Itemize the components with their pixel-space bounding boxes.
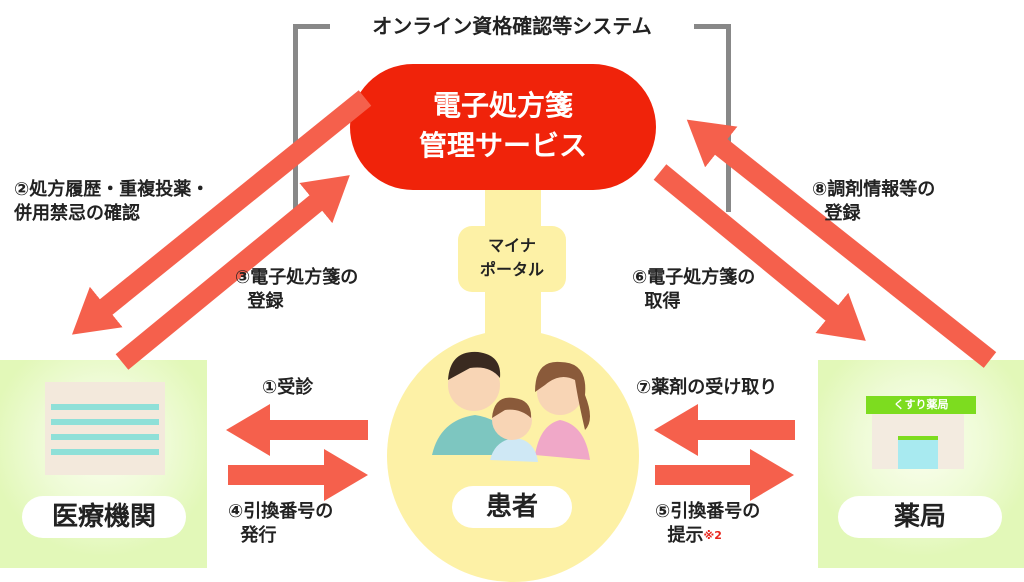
mynaportal-box: マイナポータル bbox=[458, 226, 566, 292]
step5-note: ※2 bbox=[703, 529, 722, 542]
step6-label: ⑥電子処方箋の 取得 bbox=[632, 267, 756, 312]
service-line1: 電子処方箋 bbox=[432, 89, 573, 122]
service-line2: 管理サービス bbox=[418, 129, 587, 162]
patient-label: 患者 bbox=[452, 486, 572, 528]
step5-label: ⑤引換番号の 提示※2 bbox=[655, 500, 760, 548]
pharmacy-label: 薬局 bbox=[838, 496, 1002, 538]
portal-line2: ポータル bbox=[479, 260, 544, 279]
e-prescription-service: 電子処方箋管理サービス bbox=[350, 64, 656, 190]
family-illustration bbox=[432, 351, 590, 462]
step4-label: ④引換番号の 発行 bbox=[228, 501, 334, 546]
hospital-box: 医療機関 bbox=[0, 360, 207, 568]
flow-arrows bbox=[71, 90, 997, 502]
step5-text: ⑤引換番号の 提示 bbox=[655, 501, 761, 546]
step8-label: ⑧調剤情報等の 登録 bbox=[812, 179, 936, 224]
pharmacy-store-icon bbox=[872, 414, 964, 469]
hospital-building-icon bbox=[45, 382, 165, 475]
arrow-step8 bbox=[686, 119, 997, 368]
arrow-step6 bbox=[653, 164, 866, 341]
step1-label: ①受診 bbox=[262, 377, 314, 398]
pharmacy-sign: くすり薬局 bbox=[866, 396, 976, 414]
arrow-step3 bbox=[115, 175, 350, 370]
step2-label: ②処方履歴・重複投薬・ 併用禁忌の確認 bbox=[14, 179, 210, 224]
pharmacy-box: くすり薬局 薬局 bbox=[818, 360, 1024, 568]
portal-line1: マイナ bbox=[488, 236, 536, 255]
step7-label: ⑦薬剤の受け取り bbox=[636, 377, 778, 398]
hospital-label: 医療機関 bbox=[22, 496, 186, 538]
step3-label: ③電子処方箋の 登録 bbox=[235, 267, 359, 312]
system-title: オンライン資格確認等システム bbox=[330, 14, 694, 38]
arrow-step2 bbox=[71, 90, 372, 335]
